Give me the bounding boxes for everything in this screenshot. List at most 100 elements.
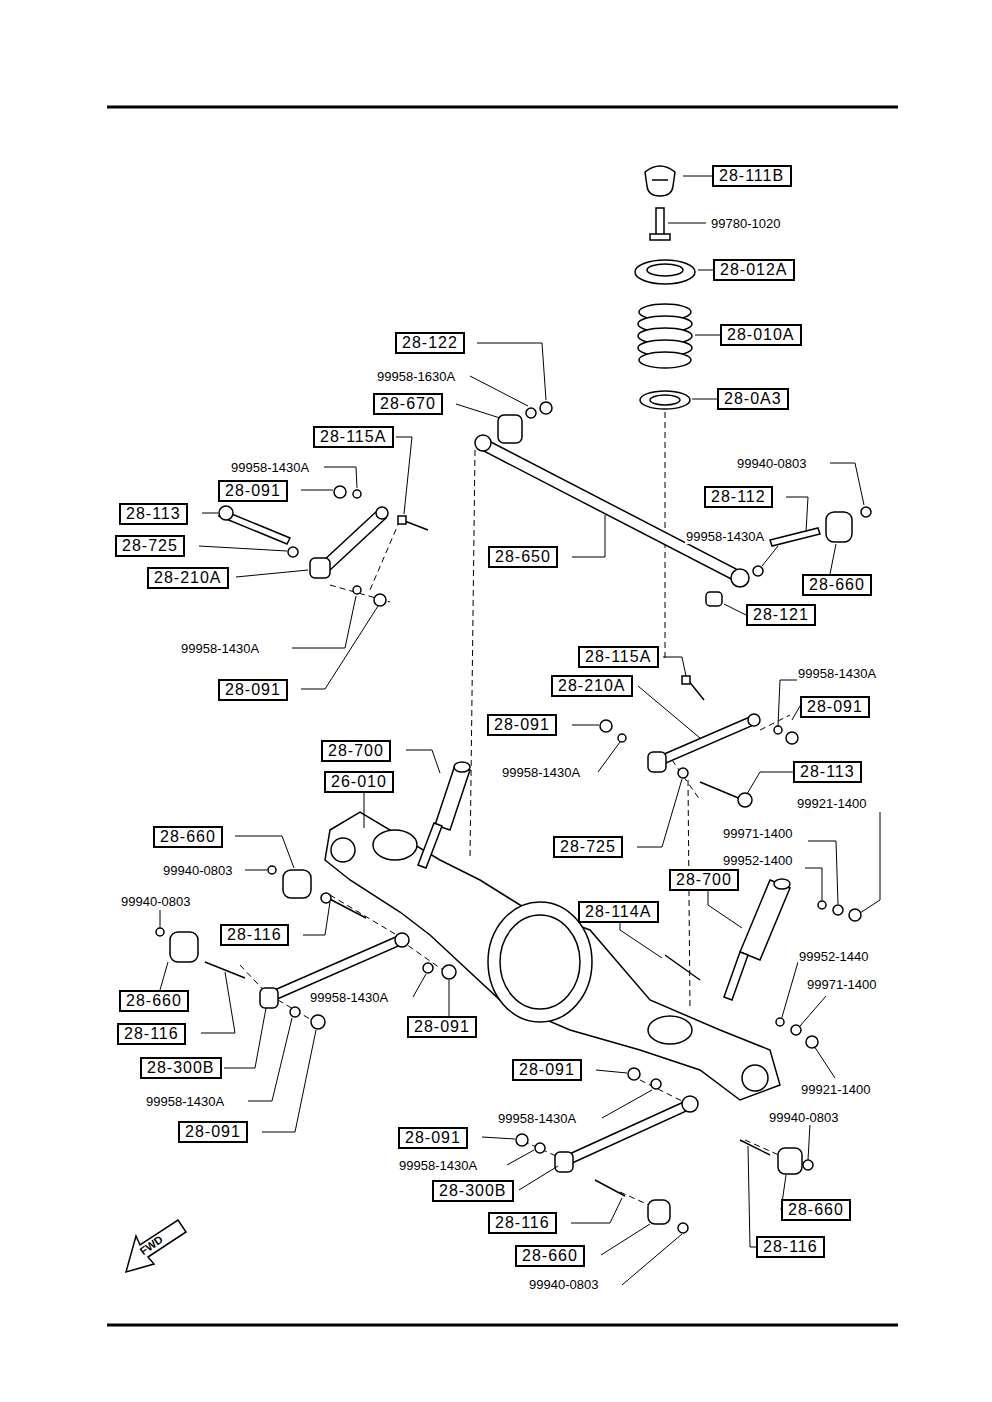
lower-link [290,1007,300,1017]
callout-box: 28-091 [800,696,870,718]
callout-box: 28-660 [153,826,223,848]
upper-link [219,486,798,807]
leader-line [572,725,599,726]
axle-housing [742,1065,768,1091]
spring-assembly [647,264,683,276]
upper-link [786,732,798,744]
part-number: 28-012A [720,261,788,278]
leader-line [698,270,713,271]
leader-line [456,404,500,418]
leader-line [301,606,378,689]
leader-line [507,1150,534,1165]
callout-box: 28-210A [551,675,633,697]
lower-link [283,870,311,898]
frame-rule [107,107,898,1325]
upper-link [748,714,760,726]
leader-line [830,544,836,574]
leader-line [449,980,450,1016]
callout-box: 28-115A [578,646,659,668]
callout-box: 28-300B [140,1057,222,1079]
leader-line [663,657,686,676]
part-number: 99958-1630A [376,369,456,384]
part-number: 99952-1400 [722,853,793,868]
part-number: 26-010 [331,773,387,790]
lower-link [205,962,245,978]
lateral-rod [753,566,763,576]
leader-line [482,1137,515,1139]
leader-line [601,1224,650,1255]
axle-housing [500,915,580,1009]
part-number: 28-116 [763,1238,818,1255]
callout-box: 28-116 [756,1236,825,1258]
leader-line [596,1070,627,1073]
part-number: 28-091 [414,1018,470,1035]
callout-box: 28-091 [218,480,288,502]
upper-link [376,507,388,519]
dashed-guide [688,780,690,1010]
leader-line [301,490,333,491]
leader-line [683,176,712,177]
part-number: 28-114A [585,903,651,920]
leader-line [201,972,235,1033]
part-number: 99958-1430A [497,1111,577,1126]
callout-box: 28-700 [321,740,391,762]
lower-link [682,1096,698,1112]
frame-rule [107,106,898,109]
leader-line [303,902,330,935]
part-number: 99940-0803 [120,894,191,909]
upper-link [738,793,752,807]
forward-arrow [126,1220,186,1272]
part-number: 28-670 [380,395,436,412]
part-number: 99958-1430A [145,1094,225,1109]
lateral-rod [475,435,491,451]
lower-link [555,1152,573,1172]
spring-assembly [635,260,695,284]
part-number: 28-116 [124,1025,179,1042]
part-number: 28-660 [160,828,216,845]
leader-line [638,686,700,738]
lower-link [628,1068,640,1080]
spring-assembly [635,166,695,409]
part-number: 28-660 [522,1247,578,1264]
lateral-rod [498,415,522,443]
part-number: 28-650 [495,548,551,565]
callout-box: 28-091 [218,679,288,701]
leader-line [572,515,605,557]
part-number: 28-116 [227,926,282,943]
lower-link [170,932,198,962]
part-number: 28-210A [154,569,222,586]
part-number: 28-091 [225,681,281,698]
callout-box: 28-660 [515,1245,585,1267]
part-number: 28-725 [122,537,178,554]
leader-line [413,974,426,997]
shock-absorber [833,905,843,915]
leader-line [248,1018,292,1101]
leader-line [860,812,880,913]
part-number: 28-122 [402,334,458,351]
upper-link [682,676,690,684]
leader-line [598,742,620,772]
leader-line [622,1234,682,1285]
upper-link [334,486,346,498]
shock-absorber [454,762,470,772]
part-number: 99958-1430A [180,641,260,656]
shock-absorber [418,762,861,1048]
callout-box: 28-660 [781,1199,851,1221]
callout-box: 28-113 [119,503,188,525]
shock-absorber [849,909,861,921]
leader-line [364,792,365,828]
upper-link [310,558,330,578]
callout-box: 28-650 [488,546,558,568]
dashed-guide [470,450,475,860]
lower-link [651,1079,661,1089]
leader-line [470,376,528,406]
callout-box: 28-660 [119,990,189,1012]
shock-absorber [791,1025,801,1035]
axle-housing [325,812,780,1100]
axle-housing [488,902,592,1022]
lower-link [156,928,164,936]
part-number: 99780-1020 [710,216,781,231]
callout-box: 26-010 [324,771,394,793]
callout-box: 28-114A [578,901,659,923]
lateral-rod [731,569,749,587]
